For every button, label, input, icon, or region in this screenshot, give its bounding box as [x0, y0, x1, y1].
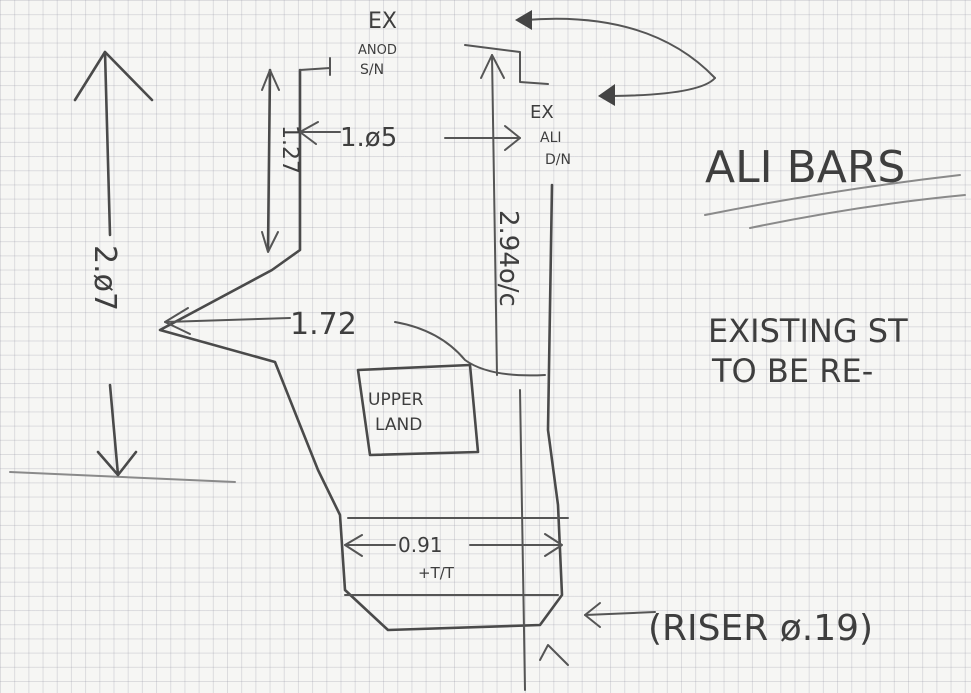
dim-2-94-arrow	[480, 54, 505, 79]
dim-0-91-arrows	[344, 533, 563, 557]
dim-1-05-label: 1.ø5	[340, 123, 397, 153]
ex-ali-curved-arrow	[611, 77, 716, 97]
ground-line	[9, 471, 236, 483]
notes-title: ALI BARS	[705, 142, 905, 193]
dim-0-91-label: 0.91	[398, 533, 443, 557]
dim-2-07-label: 2.ø7	[87, 245, 122, 311]
ex-anod-arrowhead	[515, 10, 532, 30]
riser-arrow-head	[539, 644, 569, 666]
dim-1-27-line	[266, 68, 272, 252]
dim-1-05-line	[299, 131, 521, 139]
riser-pointer-head	[584, 602, 601, 628]
dim-0-91-sub-label: +T/T	[418, 564, 455, 582]
title-underline-2	[749, 194, 966, 229]
ex-anod-label-bot: S/N	[360, 62, 384, 78]
ex-ali-label-bot: D/N	[545, 152, 571, 168]
ex-ali-bracket	[464, 44, 549, 85]
dim-2-07-arrow-bottom	[96, 450, 138, 477]
dim-1-27-arrows	[261, 69, 280, 253]
upper-land-box	[356, 363, 480, 457]
upper-land-label-bot: LAND	[375, 415, 422, 435]
dim-1-72-arrow	[164, 307, 191, 335]
ex-ali-arrowhead	[598, 84, 615, 106]
title-underline-1	[704, 174, 961, 216]
ex-ali-label-top: EX	[530, 102, 554, 123]
dim-2-94-line	[491, 54, 498, 376]
riser-centre-line	[519, 389, 526, 691]
upper-land-label-top: UPPER	[368, 390, 424, 410]
ex-anod-label-top: EX	[368, 9, 397, 34]
dim-2-94-label: 2.94o/c	[493, 210, 523, 307]
ex-anod-label-mid: ANOD	[358, 43, 397, 58]
dim-1-72-label: 1.72	[290, 307, 357, 342]
dim-1-27-label: 1.27	[277, 125, 302, 174]
dim-2-07-line	[103, 50, 120, 477]
stair-outline	[158, 68, 564, 632]
top-step	[299, 57, 331, 76]
ex-anod-curved-arrow	[524, 17, 716, 79]
dim-2-07-arrow-top	[73, 50, 154, 102]
dim-1-72-line	[164, 317, 546, 377]
dim-1-05-arrows	[299, 121, 521, 151]
notes-line-2: TO BE RE-	[711, 352, 873, 390]
riser-label: (RISER ø.19)	[648, 608, 873, 649]
ex-ali-label-mid: ALI	[540, 130, 562, 146]
notes-line-1: EXISTING ST	[708, 312, 908, 350]
riser-pointer	[584, 611, 656, 616]
